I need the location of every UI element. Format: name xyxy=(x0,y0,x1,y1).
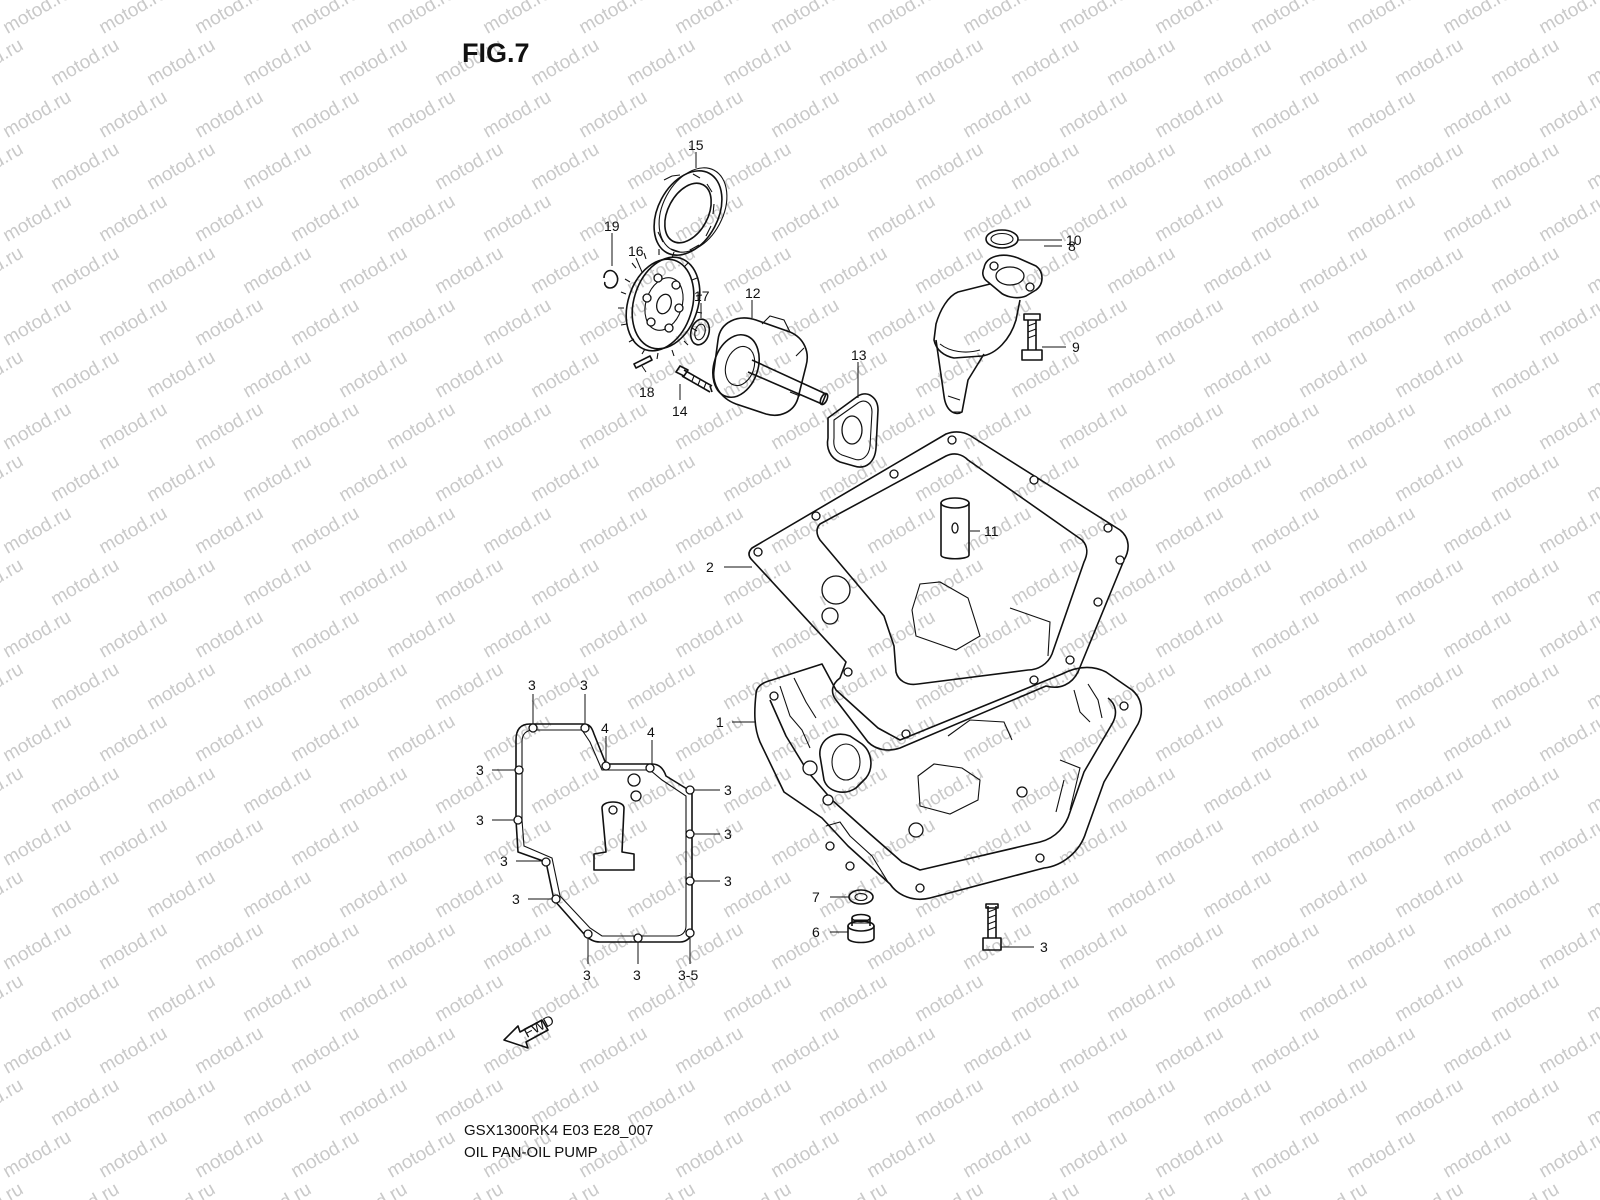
gasket-callout-10: 3 xyxy=(724,826,732,842)
callout-11: 11 xyxy=(984,523,999,539)
gasket-callout-11: 3 xyxy=(724,873,732,889)
part-7-washer[interactable] xyxy=(848,889,874,905)
callout-7: 7 xyxy=(812,889,820,905)
part-3-bolt[interactable] xyxy=(982,903,1002,951)
callout-16: 16 xyxy=(628,243,644,259)
gasket-callout-1: 3 xyxy=(528,677,536,693)
callout-1: 1 xyxy=(716,714,724,730)
part-18-pin[interactable] xyxy=(633,355,653,369)
part-19-circlip[interactable] xyxy=(603,269,619,289)
part-6-drain-plug[interactable] xyxy=(847,913,875,944)
callout-10: 10 xyxy=(1066,232,1082,248)
callout-6: 6 xyxy=(812,924,820,940)
drawing-code: GSX1300RK4 E03 E28_007 xyxy=(464,1122,654,1139)
callout-2: 2 xyxy=(706,559,714,575)
callout-13: 13 xyxy=(851,347,867,363)
part-17-oring[interactable] xyxy=(688,317,712,347)
part-15-chain[interactable] xyxy=(640,156,740,267)
part-16-gear[interactable] xyxy=(615,248,711,360)
part-14-bolt[interactable] xyxy=(675,365,713,393)
drawing-caption: OIL PAN-OIL PUMP xyxy=(464,1144,598,1161)
part-5-gasket[interactable] xyxy=(513,723,695,943)
callout-12: 12 xyxy=(745,285,761,301)
callout-8: 8 xyxy=(1068,238,1076,254)
part-11-pipe[interactable] xyxy=(940,497,970,560)
gasket-callout-13: 3 xyxy=(633,967,641,983)
gasket-callout-9: 3 xyxy=(724,782,732,798)
leader-16 xyxy=(635,257,643,273)
part-13-gasket[interactable] xyxy=(826,393,879,468)
callout-9: 9 xyxy=(1072,339,1080,355)
part-12-oil-pump[interactable] xyxy=(705,315,829,416)
figure-title: FIG.7 xyxy=(462,38,530,68)
gasket-callout-4: 4 xyxy=(647,724,655,740)
callout-3-bolt: 3 xyxy=(1040,939,1048,955)
callout-18: 18 xyxy=(639,384,655,400)
part-9-bolt[interactable] xyxy=(1021,313,1043,361)
fwd-arrow-text: FWD xyxy=(521,1012,557,1041)
fwd-arrow: FWD xyxy=(503,1012,557,1049)
leader-18 xyxy=(641,365,647,373)
callout-14: 14 xyxy=(672,403,688,419)
part-1-oil-pan[interactable] xyxy=(754,663,1143,900)
gasket-callout-6: 3 xyxy=(476,812,484,828)
gasket-callout-5: 3 xyxy=(476,762,484,778)
gasket-callout-8: 3 xyxy=(512,891,520,907)
callout-15: 15 xyxy=(688,137,704,153)
part-10-oring[interactable] xyxy=(985,229,1019,249)
part-8-oil-strainer[interactable] xyxy=(933,254,1043,415)
gasket-callout-2: 3 xyxy=(580,677,588,693)
part-2-oil-pan-gasket[interactable] xyxy=(748,431,1129,751)
gasket-callout-12: 3 xyxy=(583,967,591,983)
gasket-callout-7: 3 xyxy=(500,853,508,869)
gasket-leaders xyxy=(492,694,720,964)
gasket-callout-14: 3-5 xyxy=(678,967,698,983)
gasket-callout-3: 4 xyxy=(601,720,609,736)
callout-17: 17 xyxy=(694,288,710,304)
callout-19: 19 xyxy=(604,218,620,234)
